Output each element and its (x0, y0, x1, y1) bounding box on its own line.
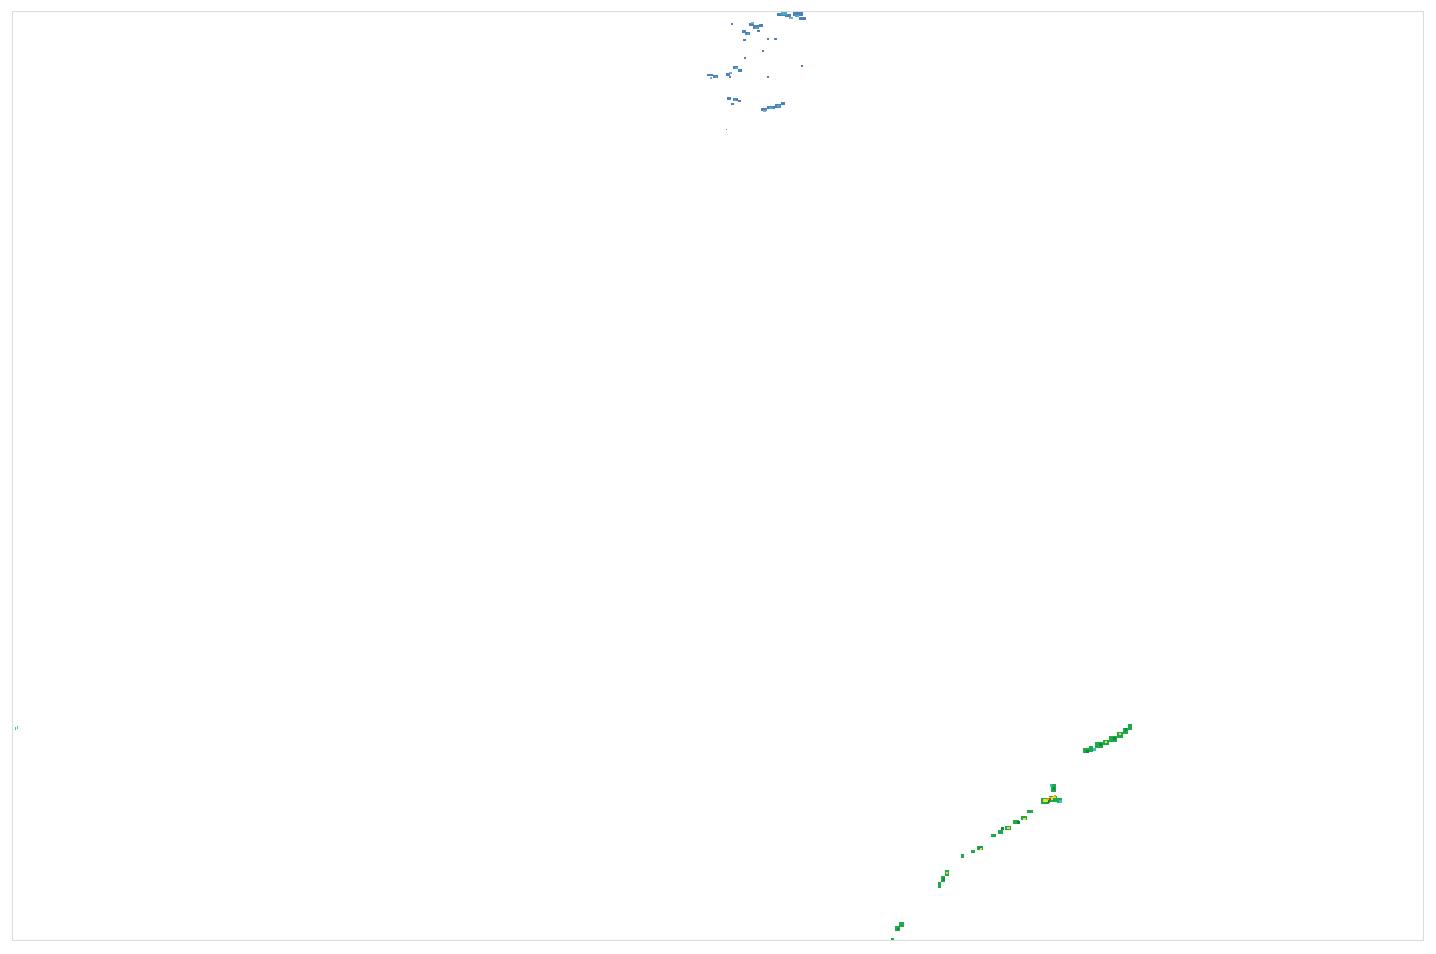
radar-echo-layer (15, 12, 1132, 940)
radar-map[interactable] (12, 11, 1424, 941)
precipitation-cell-north (707, 12, 806, 130)
precipitation-band-southeast (891, 724, 1132, 940)
precipitation-cell-west (15, 726, 18, 730)
